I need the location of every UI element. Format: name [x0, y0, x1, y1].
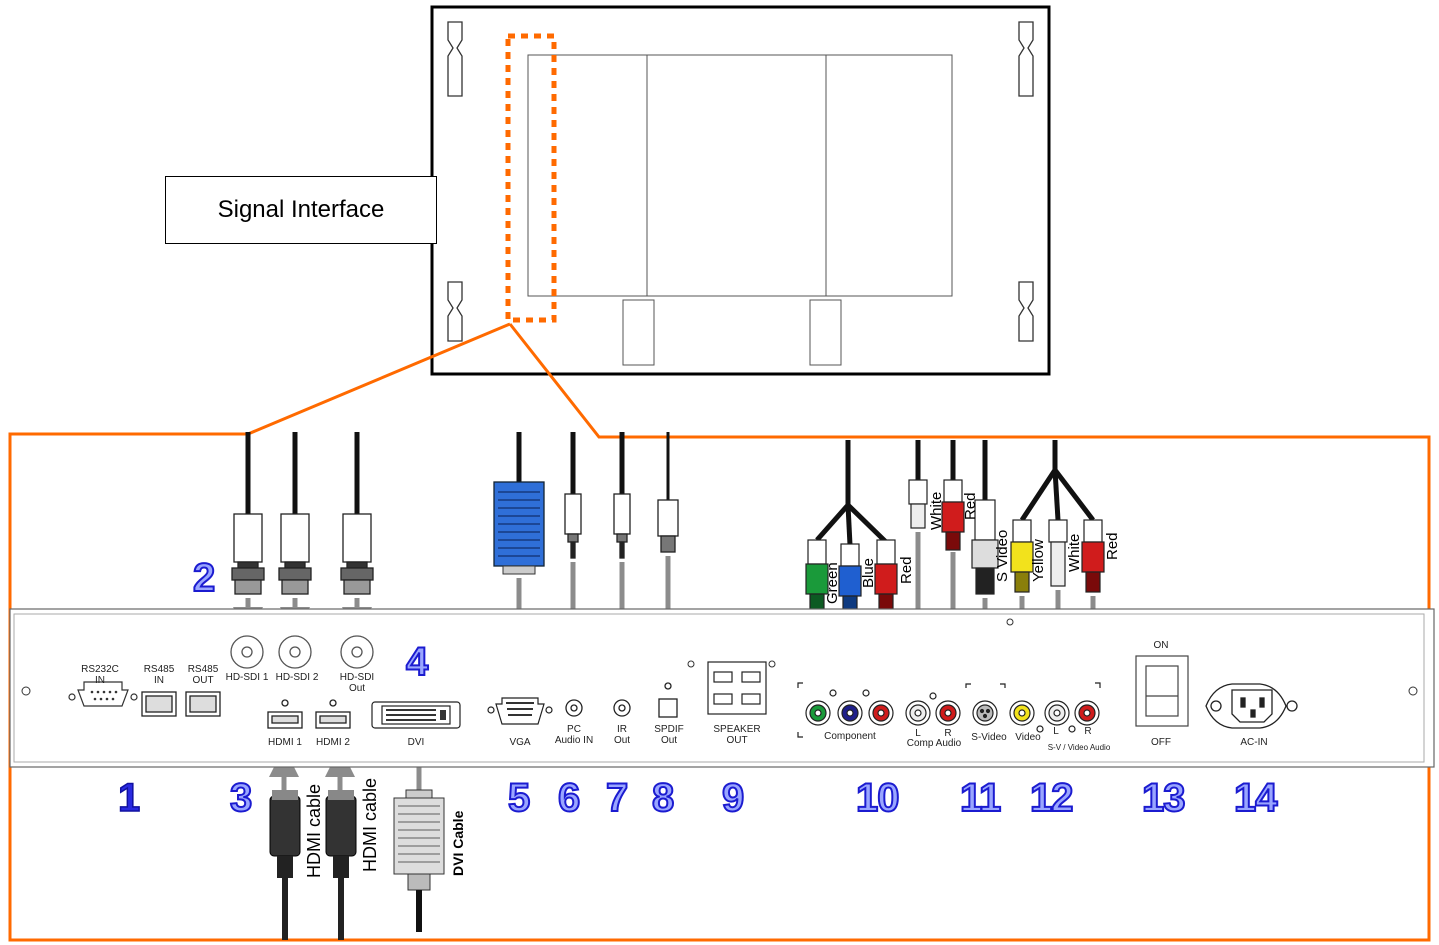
label-cable-blue: Blue — [860, 557, 877, 588]
label-video: Video — [1015, 732, 1041, 743]
label-component: Component — [824, 731, 876, 742]
component-ports — [797, 682, 1101, 738]
speaker-out-port — [707, 661, 767, 715]
label-ac-in: AC-IN — [1240, 737, 1268, 748]
dvi-cable-plug — [393, 789, 445, 932]
label-sv-audio-r: R — [1084, 726, 1092, 737]
hdsdi-cables — [245, 432, 360, 514]
ac-in-port — [1205, 683, 1298, 729]
label-hdsdi-1: HD-SDI 1 — [225, 672, 269, 683]
number-5: 5 — [507, 775, 531, 821]
vga-port — [487, 697, 553, 725]
rs485-ports — [141, 691, 221, 717]
label-cable-yellow: Yellow — [1030, 539, 1047, 582]
number-7: 7 — [605, 775, 629, 821]
label-hdmi-2: HDMI 2 — [316, 737, 350, 748]
signal-interface-callout: Signal Interface — [165, 176, 437, 244]
label-comp-audio-r: R — [944, 728, 952, 739]
label-comp-audio-l: L — [915, 728, 921, 739]
number-12: 12 — [1029, 775, 1074, 821]
label-ir-out: IR Out — [613, 724, 631, 746]
power-switch — [1135, 655, 1189, 727]
label-cable-red-comp: Red — [898, 556, 915, 584]
rca-plugs-component — [805, 539, 898, 615]
handle-top-left — [447, 21, 463, 97]
label-cable-green: Green — [824, 562, 841, 604]
label-cable-white-audio: White — [928, 491, 945, 530]
label-hdmi-1: HDMI 1 — [268, 737, 302, 748]
label-cable-red-sv: Red — [1104, 532, 1121, 560]
comp-audio-ports — [905, 692, 961, 726]
label-vga: VGA — [509, 737, 531, 748]
label-sv-audio-l: L — [1053, 726, 1059, 737]
label-hdsdi-out: HD-SDI Out — [339, 672, 375, 694]
handle-bottom-right — [1018, 281, 1034, 342]
monitor-rear-panel — [430, 5, 1051, 376]
number-10: 10 — [855, 775, 900, 821]
rs232c-port — [68, 681, 138, 707]
number-2: 2 — [192, 555, 216, 601]
zoom-line-left — [8, 322, 1431, 942]
rca-plugs-comp-audio — [908, 479, 965, 551]
number-4: 4 — [405, 639, 429, 685]
handle-bottom-left — [447, 281, 463, 342]
label-dvi-cable: DVI Cable — [450, 810, 466, 876]
number-3: 3 — [229, 775, 253, 821]
label-switch-on: ON — [1153, 640, 1169, 651]
bnc-plugs — [231, 513, 374, 595]
signal-interface-highlight — [505, 33, 557, 323]
number-6: 6 — [557, 775, 581, 821]
label-pc-audio-in: PC Audio IN — [554, 724, 594, 746]
label-rs485-out: RS485 OUT — [187, 664, 219, 686]
label-speaker-out: SPEAKER OUT — [713, 724, 761, 746]
number-13: 13 — [1141, 775, 1186, 821]
vga-plug — [493, 481, 545, 575]
label-spdif-out: SPDIF Out — [654, 724, 684, 746]
audio-jack-plugs — [564, 493, 679, 559]
hdmi-ports — [267, 699, 351, 729]
video-audio-cable — [1019, 440, 1095, 522]
label-rs232c-in: RS232C IN — [81, 664, 119, 686]
label-hdmi-cable-2: HDMI cable — [360, 777, 380, 872]
spdif-port — [658, 682, 678, 718]
label-comp-audio: Comp Audio — [906, 738, 962, 749]
label-switch-off: OFF — [1151, 737, 1171, 748]
number-9: 9 — [721, 775, 745, 821]
svideo-plug — [971, 499, 999, 595]
hdmi-cable-plugs — [269, 790, 357, 940]
hdsdi-ports — [230, 635, 374, 669]
handle-top-right — [1018, 21, 1034, 97]
number-1: 1 — [117, 775, 141, 821]
number-14: 14 — [1233, 775, 1278, 821]
label-sv-video-audio: S-V / Video Audio — [1047, 743, 1111, 752]
svideo-port — [965, 683, 1006, 726]
number-11: 11 — [959, 775, 1002, 821]
video-audio-ports — [1009, 700, 1100, 733]
label-rs485-in: RS485 IN — [143, 664, 175, 686]
label-cable-white-sv: White — [1066, 533, 1083, 572]
label-cable-red-audio: Red — [962, 492, 979, 520]
number-8: 8 — [651, 775, 675, 821]
label-hdmi-cable-1: HDMI cable — [304, 783, 324, 878]
audio-jacks — [565, 699, 631, 717]
label-hdsdi-2: HD-SDI 2 — [275, 672, 319, 683]
label-cable-s-video: S Video — [994, 529, 1011, 582]
component-cable — [815, 440, 888, 546]
rca-plugs-video-audio — [1010, 519, 1105, 593]
label-svideo: S-Video — [971, 732, 1007, 743]
label-dvi: DVI — [407, 737, 425, 748]
